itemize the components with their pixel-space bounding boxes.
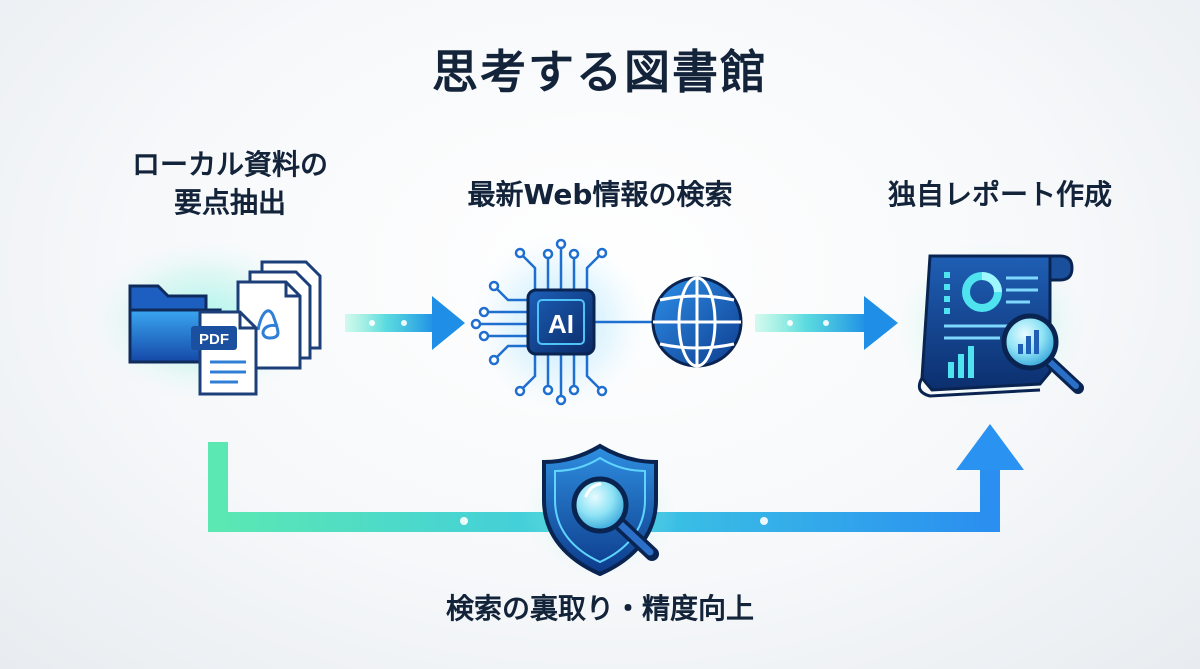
step-label-local-extraction: ローカル資料の 要点抽出 bbox=[80, 146, 380, 222]
step-label-local-line1: ローカル資料の bbox=[131, 148, 328, 181]
web-search-illustration: AI bbox=[465, 227, 743, 417]
circuit-traces bbox=[480, 248, 652, 396]
pdf-badge: PDF bbox=[199, 331, 229, 348]
local-files-illustration: PDF bbox=[85, 235, 325, 405]
verification-illustration bbox=[520, 440, 680, 580]
magnifier-icon bbox=[1001, 313, 1084, 394]
circuit-nodes bbox=[470, 238, 608, 406]
arrow-web-to-report bbox=[755, 296, 898, 350]
arrow-local-to-web bbox=[345, 296, 465, 350]
pdf-document-icon: PDF bbox=[191, 310, 258, 396]
magnifier-icon bbox=[571, 476, 659, 561]
report-illustration bbox=[890, 235, 1090, 415]
step-label-verification: 検索の裏取り・精度向上 bbox=[445, 592, 754, 625]
step-label-local-line2: 要点抽出 bbox=[173, 186, 286, 219]
ai-chip-icon: AI bbox=[526, 288, 596, 356]
globe-icon bbox=[651, 276, 743, 368]
ai-badge: AI bbox=[548, 309, 574, 339]
page-title: 思考する図書館 bbox=[432, 45, 768, 99]
step-label-report: 独自レポート作成 bbox=[887, 178, 1112, 211]
step-label-web-search: 最新Web情報の検索 bbox=[467, 178, 733, 211]
